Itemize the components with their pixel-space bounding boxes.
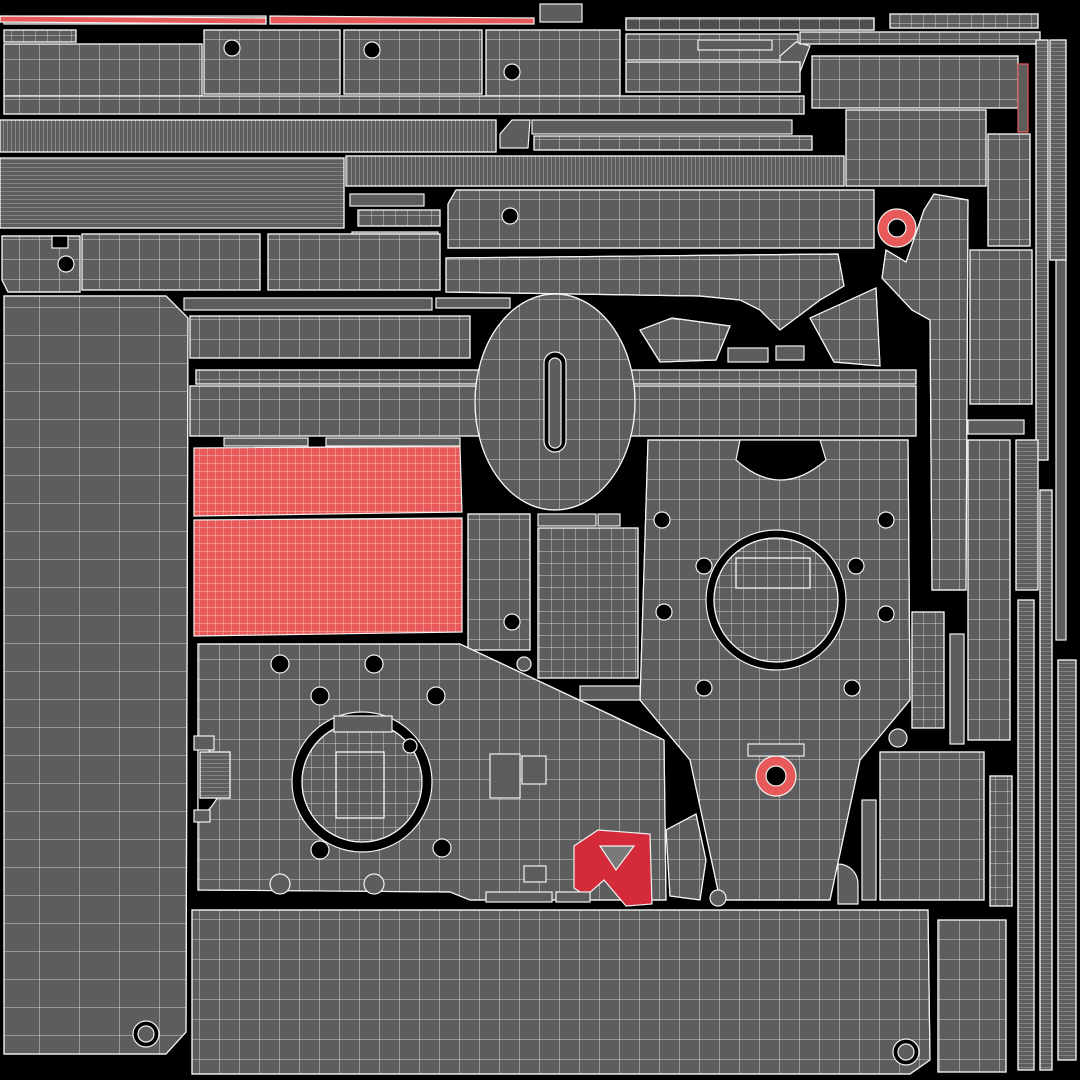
uv-island [937,919,1007,1073]
uv-island [597,513,621,527]
uv-island [523,865,547,883]
uv-island [537,513,597,527]
uv-island [445,253,845,331]
uv-island [467,513,531,651]
uv-island [3,29,77,43]
uv-island [474,293,636,511]
uv-island [531,119,793,135]
uv-island [81,233,261,291]
uv-island-highlighted [193,445,463,517]
uv-island [845,109,987,187]
uv-island [555,891,591,903]
uv-island [809,287,881,367]
uv-island [709,889,727,907]
uv-island [625,17,875,31]
uv-island [325,437,461,447]
uv-island [881,193,969,591]
uv-island [1015,439,1039,591]
uv-island [485,891,553,903]
uv-island [1035,39,1049,461]
uv-island [435,297,511,309]
uv-island [1017,63,1029,133]
uv-island-highlighted [193,517,463,637]
uv-island [888,728,908,748]
uv-island [1049,39,1067,261]
uv-island [625,61,801,93]
uv-island [183,297,433,311]
uv-island [533,135,813,151]
uv-island [345,155,845,187]
uv-island [639,317,731,363]
uv-island [837,863,859,905]
uv-island [911,611,945,729]
uv-island [0,119,497,153]
uv-island [0,15,267,25]
uv-island [727,347,769,363]
uv-island [197,643,667,901]
uv-island-group [0,3,1077,1075]
uv-island [989,775,1013,907]
uv-island [775,345,805,361]
uv-island [579,685,641,701]
uv-island [189,315,471,359]
uv-island [967,419,1025,435]
uv-island [539,3,583,23]
uv-island [877,208,917,248]
uv-island [191,909,931,1075]
uv-island [861,799,877,901]
uv-island [969,249,1033,405]
uv-island [1,235,81,293]
uv-island [697,39,773,51]
uv-island [879,751,985,901]
uv-island [516,656,532,672]
uv-island [343,29,483,95]
uv-island [357,209,441,227]
uv-island [267,233,441,291]
uv-island [499,119,531,149]
uv-island-highlighted [573,829,653,907]
uv-island [987,133,1031,247]
uv-island [223,437,309,447]
uv-island [949,633,965,745]
uv-island [1017,599,1035,1071]
uv-island [537,527,639,679]
uv-island [1057,659,1077,1061]
uv-island [485,29,621,97]
uv-island [193,735,215,751]
uv-island [967,439,1011,741]
uv-island [447,189,875,249]
uv-island [0,157,345,229]
uv-island [665,813,707,901]
uv-island [3,95,805,115]
uv-island [349,193,425,207]
uv-island [269,15,535,25]
uv-island [1039,489,1053,1071]
uv-island [639,439,911,901]
uv-island [203,29,341,95]
uv-island [193,809,211,823]
uv-island [3,295,189,1055]
uv-island [889,13,1039,29]
uv-island [799,31,1041,45]
uv-island [1055,259,1067,641]
uv-island [811,55,1019,109]
uv-island [3,43,203,97]
